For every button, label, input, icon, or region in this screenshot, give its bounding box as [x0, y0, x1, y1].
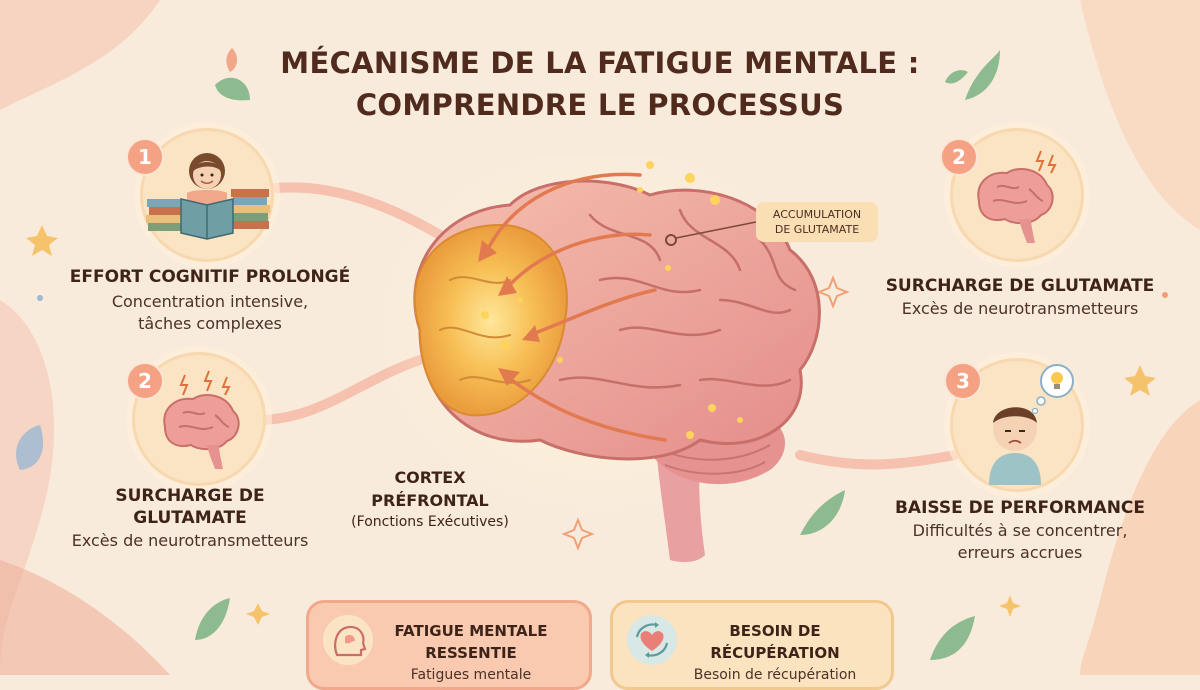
card-1-title-line-1: FATIGUE MENTALE — [394, 622, 548, 640]
tag-line-1: ACCUMULATION — [772, 208, 862, 221]
page-title: MÉCANISME DE LA FATIGUE MENTALE : COMPRE… — [200, 42, 1000, 126]
step-1-title: EFFORT COGNITIF PROLONGÉ — [69, 267, 351, 287]
card-2-title-line-1: BESOIN DE — [729, 622, 821, 640]
step-1-number: 1 — [126, 138, 164, 176]
step-3-desc-line-1: Difficultés à se concentrer, — [912, 521, 1128, 540]
card-recovery-need: BESOIN DE RÉCUPÉRATION Besoin de récupér… — [610, 600, 894, 690]
flow-arrow-1 — [483, 172, 642, 257]
step-2-left-illustration — [132, 352, 266, 486]
step-1-desc-line-2: tâches complexes — [138, 314, 282, 333]
prefrontal-cortex-label: CORTEX PRÉFRONTAL (Fonctions Exécutives) — [330, 466, 530, 532]
glutamate-accumulation-label: ACCUMULATION DE GLUTAMATE — [756, 202, 878, 242]
cortex-subtitle: (Fonctions Exécutives) — [351, 514, 509, 530]
card-mental-fatigue: FATIGUE MENTALE RESSENTIE Fatigues menta… — [306, 600, 592, 690]
title-line-1: MÉCANISME DE LA FATIGUE MENTALE : — [280, 46, 920, 80]
tired-person-lightbulb-icon — [989, 364, 1074, 485]
cortex-line-1: CORTEX — [394, 468, 466, 487]
card-2-desc: Besoin de récupération — [693, 667, 857, 683]
step-2-right-number: 2 — [940, 138, 978, 176]
flow-arrow-2 — [503, 232, 652, 292]
step-2-right-desc: Excès de neurotransmetteurs — [901, 299, 1139, 318]
brain-lightning-icon — [977, 150, 1057, 243]
step-2-right-title: SURCHARGE DE GLUTAMATE — [885, 276, 1155, 296]
card-1-title-line-2: RESSENTIE — [425, 644, 517, 662]
step-1-illustration — [140, 128, 274, 262]
flow-arrow-4 — [503, 373, 667, 442]
step-3-desc-line-2: erreurs accrues — [957, 543, 1083, 562]
step-2-left-title-line-1: SURCHARGE DE — [115, 486, 265, 506]
title-line-2: COMPRENDRE LE PROCESSUS — [355, 88, 845, 122]
head-icon — [323, 615, 373, 665]
flow-arrow-3 — [528, 288, 657, 337]
step-3-title: BAISSE DE PERFORMANCE — [894, 498, 1146, 518]
prefrontal-cortex-region — [413, 223, 568, 417]
background-decoration — [0, 0, 1200, 675]
heart-recycle-icon — [627, 615, 677, 665]
step-3-number: 3 — [944, 362, 982, 400]
tag-line-2: DE GLUTAMATE — [774, 223, 860, 236]
student-reading-books-icon — [146, 153, 270, 240]
step-2-left-desc: Excès de neurotransmetteurs — [71, 531, 309, 550]
card-2-title-line-2: RÉCUPÉRATION — [710, 644, 840, 662]
step-1-desc-line-1: Concentration intensive, — [111, 292, 309, 311]
card-1-desc: Fatigues mentale — [410, 667, 532, 683]
brain-lightning-icon — [163, 370, 240, 469]
step-2-left-title-line-2: GLUTAMATE — [133, 508, 247, 528]
step-2-left-number: 2 — [126, 362, 164, 400]
cortex-line-2: PRÉFRONTAL — [371, 491, 489, 510]
brain-illustration — [380, 155, 830, 563]
